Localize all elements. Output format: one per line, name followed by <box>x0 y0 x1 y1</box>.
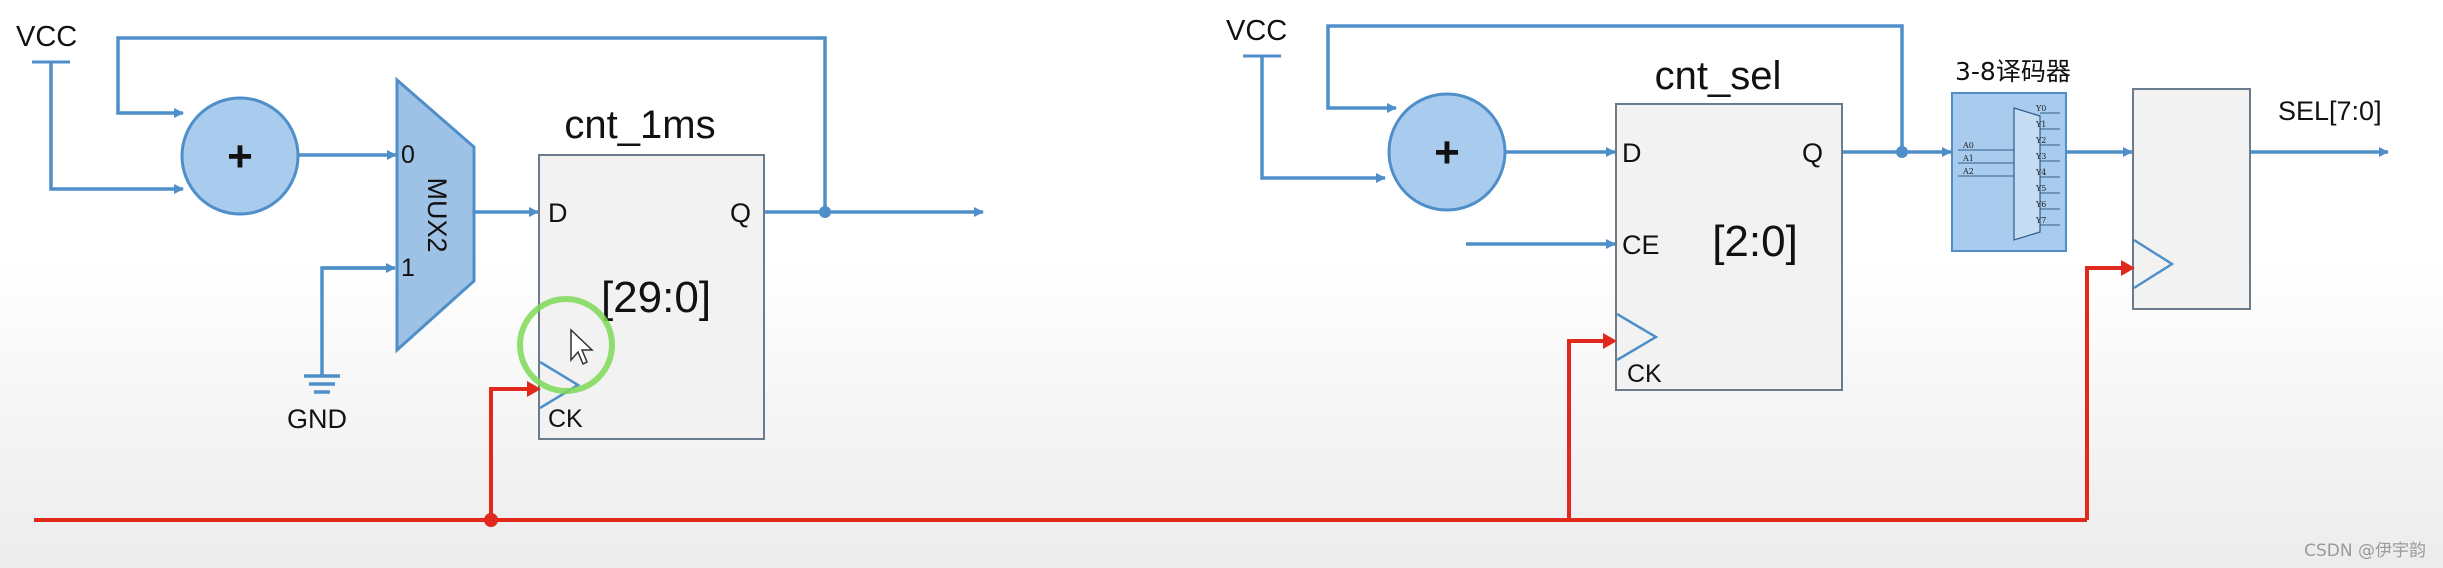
register1-d-label: D <box>548 198 568 228</box>
output-register-clock-triangle <box>2133 238 2175 290</box>
mux-input-0: 0 <box>401 141 415 169</box>
adder-left <box>180 96 300 216</box>
adder-plus-left: + <box>227 132 253 181</box>
register1-ck-label: CK <box>548 405 583 433</box>
decoder-output-2: Y2 <box>2035 136 2046 145</box>
mux-label: MUX2 <box>422 177 452 252</box>
decoder-input-0: A0 <box>1962 141 1974 150</box>
decoder-input-2: A2 <box>1962 167 1974 176</box>
clock-net <box>34 260 2135 527</box>
output-register <box>2132 88 2251 310</box>
watermark: CSDN @伊宇韵 <box>2304 541 2426 561</box>
counter1-name: cnt_1ms <box>564 103 715 147</box>
mux-input-1: 1 <box>401 254 415 282</box>
clock-junction-1 <box>484 513 498 527</box>
wires-left <box>49 36 984 273</box>
decoder-output-0: Y0 <box>2035 104 2046 113</box>
decoder-internal: A0 A1 A2 Y0 Y1 Y2 Y3 Y4 Y5 Y6 Y7 <box>1958 104 2060 241</box>
decoder-output-7: Y7 <box>2035 216 2046 225</box>
decoder-input-1: A1 <box>1962 154 1974 163</box>
counter1-width: [29:0] <box>601 273 711 322</box>
adder-plus-right: + <box>1434 128 1460 177</box>
decoder-output-1: Y1 <box>2035 120 2046 129</box>
register2-clock-triangle <box>1616 312 1659 362</box>
decoder-output-3: Y3 <box>2035 152 2046 161</box>
left-circuit: VCC GND + MUX2 0 1 cnt_1ms <box>16 21 984 440</box>
register2-d-label: D <box>1622 138 1642 168</box>
gnd-symbol <box>304 266 395 394</box>
vcc-label-left: VCC <box>16 21 77 53</box>
decoder-output-6: Y6 <box>2035 200 2046 209</box>
decoder-title: 3-8译码器 <box>1955 57 2071 86</box>
adder-right <box>1387 92 1507 212</box>
register2-ce-label: CE <box>1622 230 1660 260</box>
counter2-name: cnt_sel <box>1655 54 1782 98</box>
decoder-3-8 <box>1951 92 2067 252</box>
junction-dot-left <box>819 206 831 218</box>
counter2-width: [2:0] <box>1712 217 1798 266</box>
decoder-output-4: Y4 <box>2035 168 2046 177</box>
right-circuit: VCC + cnt_sel D Q CE [2:0] CK 3-8译码器 <box>1226 15 2389 391</box>
junction-dot-right <box>1896 146 1908 158</box>
gnd-label: GND <box>287 404 347 434</box>
vcc-label-right: VCC <box>1226 15 1287 47</box>
register1-q-label: Q <box>730 198 751 228</box>
register2-ck-label: CK <box>1627 360 1662 388</box>
mux2 <box>395 76 476 354</box>
register1-clock-triangle <box>539 360 581 410</box>
register-cnt-sel <box>1615 103 1843 391</box>
decoder-output-5: Y5 <box>2035 184 2046 193</box>
cursor-highlight-ring <box>517 296 615 394</box>
wires-right <box>1260 24 2389 249</box>
mouse-pointer-icon <box>570 328 594 366</box>
register2-q-label: Q <box>1802 138 1823 168</box>
sel-output-label: SEL[7:0] <box>2278 96 2382 126</box>
